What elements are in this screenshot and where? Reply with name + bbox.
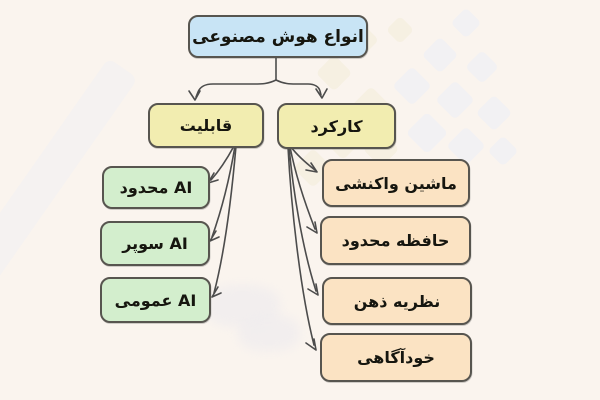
decor-diamond <box>450 7 482 39</box>
node-limited-memory: حافظه محدود <box>320 216 471 265</box>
decor-diamond <box>487 135 519 167</box>
node-general-ai: AI عمومی <box>100 277 211 323</box>
decor-diamond <box>315 54 353 92</box>
narrow-ai-label: AI محدود <box>119 178 193 197</box>
node-function: کارکرد <box>277 103 396 149</box>
node-super-ai: AI سوپر <box>100 221 210 266</box>
decor-diamond <box>405 111 449 155</box>
super-ai-label: AI سوپر <box>122 234 188 253</box>
decor-diamond <box>475 94 513 132</box>
node-ai-types-root: انواع هوش مصنوعی <box>188 15 368 58</box>
root-label: انواع هوش مصنوعی <box>192 26 364 47</box>
watermark-blob <box>238 315 300 351</box>
decor-diamond <box>392 66 432 106</box>
node-self-awareness: خودآگاهی <box>320 333 472 382</box>
reactive-machine-label: ماشین واکنشی <box>335 173 457 193</box>
general-ai-label: AI عمومی <box>114 290 197 310</box>
limited-memory-label: حافظه محدود <box>341 231 450 250</box>
theory-of-mind-label: نظریه ذهن <box>353 291 441 311</box>
decor-diamond <box>435 80 475 120</box>
decor-diamond <box>465 50 499 84</box>
decor-diamond <box>421 36 459 74</box>
function-label: کارکرد <box>310 116 363 136</box>
node-reactive-machine: ماشین واکنشی <box>322 159 470 207</box>
self-awareness-label: خودآگاهی <box>357 348 435 367</box>
capability-label: قابلیت <box>179 116 233 135</box>
node-theory-of-mind: نظریه ذهن <box>322 277 472 325</box>
node-capability: قابلیت <box>148 103 264 148</box>
decor-diamond <box>385 15 415 45</box>
node-narrow-ai: AI محدود <box>102 166 210 209</box>
